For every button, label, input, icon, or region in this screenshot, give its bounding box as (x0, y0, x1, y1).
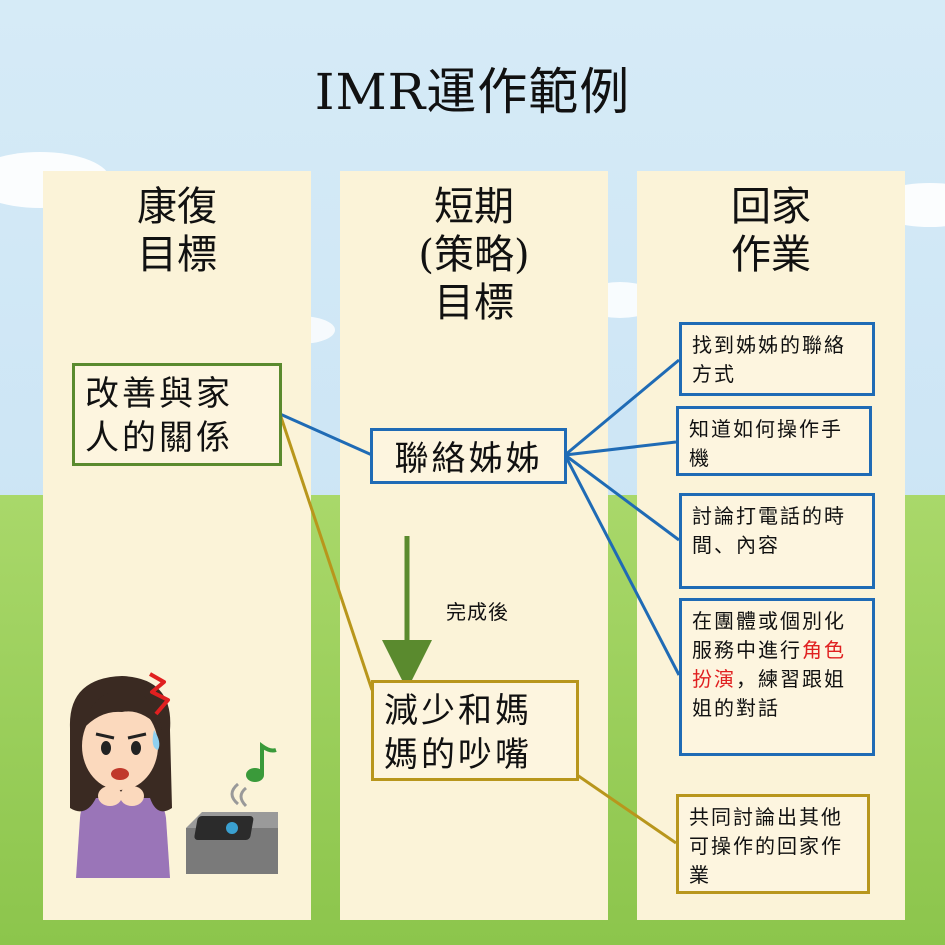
box-text-line: 可操作的回家作 (689, 834, 843, 858)
box-text-line: 間、內容 (692, 533, 780, 557)
ringing-phone-illustration (186, 782, 278, 874)
column-header-line: 回家 (731, 184, 811, 230)
homework-contact-box: 找到姊姊的聯絡 方式 (679, 322, 875, 396)
line-contact-to-hw3 (564, 453, 680, 542)
line-contact-to-hw1 (564, 358, 680, 457)
column-header-line: 作業 (731, 232, 811, 278)
worried-woman-illustration (69, 676, 172, 878)
box-text-line: 減少和媽 (384, 691, 532, 731)
column-header-line: 康復 (137, 184, 217, 230)
box-text-line: 媽的吵嘴 (384, 735, 532, 775)
box-text-line: 服務中進行角色 (692, 636, 862, 665)
line-contact-to-hw4 (563, 454, 681, 676)
box-text-line: 知道如何操作手 (689, 417, 843, 441)
column-header-line: 短期 (434, 184, 514, 230)
line-contact-to-hw2 (564, 440, 677, 457)
music-note-icon (246, 742, 277, 782)
box-text-line: 業 (689, 863, 711, 887)
box-text: ，練習跟姐 (736, 667, 846, 691)
box-text-line: 共同討論出其他 (689, 805, 843, 829)
box-text-line: 方式 (692, 362, 736, 386)
box-text-line: 在團體或個別化 (692, 609, 846, 633)
line-goal-to-quarrel (278, 413, 374, 691)
box-text: 服務中進行 (692, 638, 802, 662)
box-text-line: 討論打電話的時 (692, 504, 846, 528)
homework-phone-box: 知道如何操作手 機 (676, 406, 872, 476)
box-text-line: 扮演，練習跟姐 (692, 665, 862, 694)
homework-discuss-box: 討論打電話的時 間、內容 (679, 493, 875, 589)
homework-other-box: 共同討論出其他 可操作的回家作 業 (676, 794, 870, 894)
box-text-line: 改善與家 (85, 374, 233, 414)
line-goal-to-contact (279, 412, 373, 457)
page-title: IMR運作範例 (314, 63, 631, 121)
box-text-line: 聯絡姊姊 (394, 439, 543, 479)
highlight-text: 角色 (802, 638, 846, 662)
worry-marks-icon (149, 672, 170, 716)
column-header-line: 目標 (137, 232, 217, 278)
after-done-label: 完成後 (446, 600, 509, 624)
highlight-text: 扮演 (692, 667, 736, 691)
box-text-line: 姐的對話 (692, 696, 780, 720)
column-header-line: (策略) (418, 232, 530, 278)
reduce-quarrel-box: 減少和媽 媽的吵嘴 (371, 680, 579, 781)
column-short-term-goal: 短期 (策略) 目標 (340, 171, 608, 920)
line-quarrel-to-hw5 (576, 773, 677, 845)
contact-sister-box: 聯絡姊姊 (370, 428, 567, 484)
box-text-line: 找到姊姊的聯絡 (692, 333, 846, 357)
box-text-line: 機 (689, 446, 711, 470)
recovery-goal-box: 改善與家 人的關係 (72, 363, 282, 466)
box-text-line: 人的關係 (85, 418, 233, 458)
homework-roleplay-box: 在團體或個別化 服務中進行角色 扮演，練習跟姐 姐的對話 (679, 598, 875, 756)
column-header-line: 目標 (434, 280, 514, 326)
